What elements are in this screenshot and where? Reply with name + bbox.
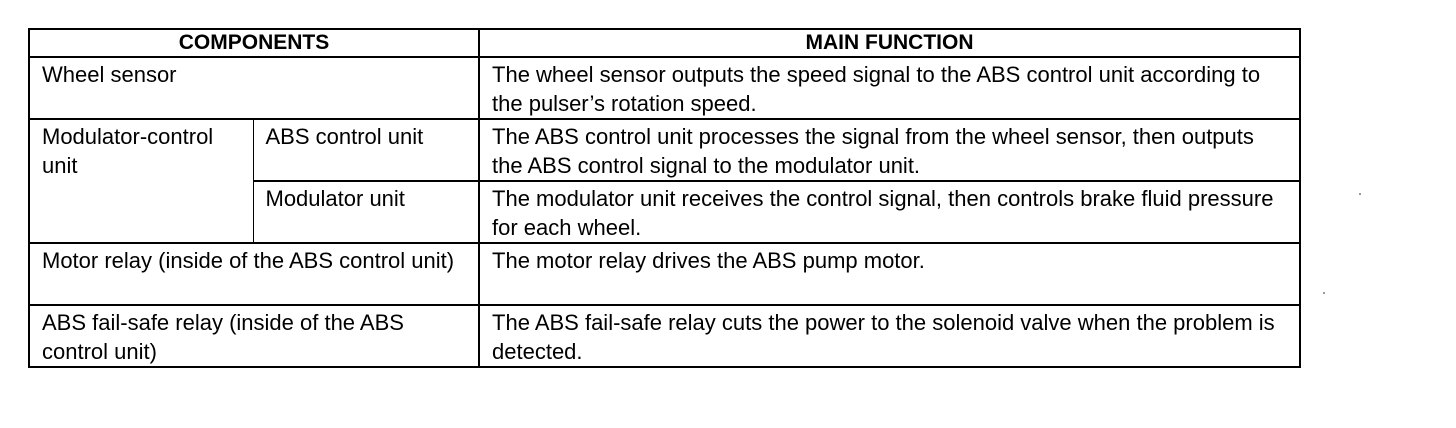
subcomponent-cell: Modulator unit: [252, 180, 481, 244]
group-cell: Modulator-control unit: [28, 118, 254, 244]
function-cell: The modulator unit receives the control …: [478, 180, 1302, 244]
header-components: COMPONENTS: [27, 28, 481, 58]
function-cell: The ABS fail-safe relay cuts the power t…: [478, 304, 1302, 368]
table-row: ABS fail-safe relay (inside of the ABS c…: [27, 304, 1302, 368]
scan-speck: [1359, 193, 1361, 195]
component-cell: ABS fail-safe relay (inside of the ABS c…: [27, 304, 481, 368]
table-header-row: COMPONENTS MAIN FUNCTION: [27, 28, 1302, 58]
table-row: Wheel sensor The wheel sensor outputs th…: [27, 56, 1302, 120]
component-cell: Motor relay (inside of the ABS control u…: [27, 242, 481, 306]
component-cell: Wheel sensor: [27, 56, 481, 120]
header-main-function: MAIN FUNCTION: [478, 28, 1302, 58]
function-cell: The wheel sensor outputs the speed signa…: [478, 56, 1302, 120]
table-row: Motor relay (inside of the ABS control u…: [27, 242, 1302, 306]
table-row: Modulator-control unit ABS control unit …: [28, 118, 1302, 244]
function-cell: The motor relay drives the ABS pump moto…: [478, 242, 1302, 306]
scan-speck: [1323, 292, 1325, 294]
table-row: Modulator unit The modulator unit receiv…: [29, 180, 1302, 244]
components-function-table: COMPONENTS MAIN FUNCTION Wheel sensor Th…: [27, 28, 1302, 368]
function-cell: The ABS control unit processes the signa…: [478, 118, 1302, 182]
subcomponent-cell: ABS control unit: [252, 118, 481, 182]
